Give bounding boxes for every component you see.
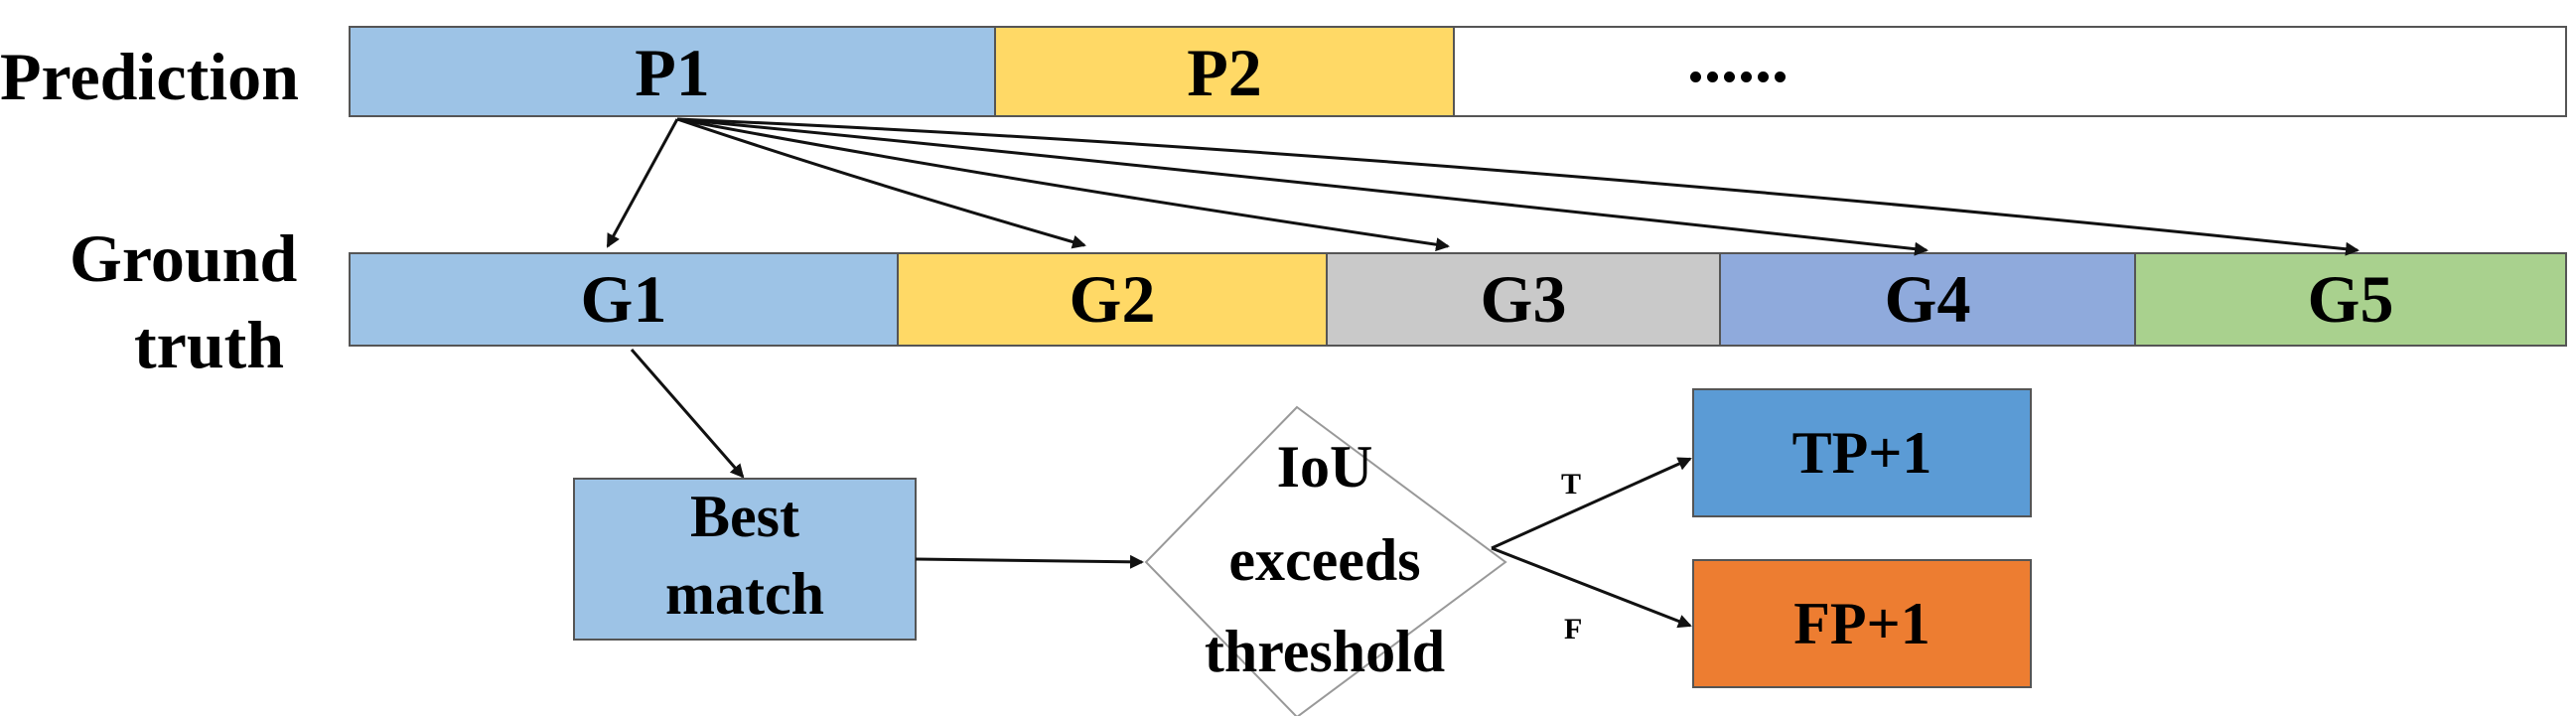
branch-false-label: F xyxy=(1564,613,1582,645)
arrow-false-branch xyxy=(1491,546,1692,629)
arrow-p1-to-g3 xyxy=(676,117,1450,252)
ground-truth-cell-g2 xyxy=(897,252,1328,347)
fp-box xyxy=(1692,559,2032,688)
prediction-cell-p2-label: P2 xyxy=(1187,35,1262,110)
ground-truth-cell-g5-label: G5 xyxy=(2308,261,2394,337)
ground-truth-cell-g3-label: G3 xyxy=(1481,261,1567,337)
arrow-p1-to-g1 xyxy=(606,118,679,248)
prediction-cell-p1 xyxy=(349,26,996,117)
ground-truth-cell-g4-label: G4 xyxy=(1885,261,1971,337)
arrow-p1-to-g4 xyxy=(676,117,1929,256)
best-match-label-line2: match xyxy=(665,561,824,627)
decision-label-line3: threshold xyxy=(1205,619,1445,684)
decision-label-line2: exceeds xyxy=(1228,527,1420,593)
prediction-cell-p1-label: P1 xyxy=(635,35,710,110)
prediction-cell-more-label: ...... xyxy=(1687,21,1789,96)
ground-truth-cell-g1 xyxy=(349,252,899,347)
prediction-cell-p2 xyxy=(994,26,1455,117)
ground-truth-cell-g3 xyxy=(1326,252,1721,347)
best-match-label-line1: Best xyxy=(690,484,799,549)
ground-truth-cell-g2-label: G2 xyxy=(1070,261,1156,337)
ground-truth-label-line2: truth xyxy=(134,307,284,382)
arrow-best-match-to-decision xyxy=(915,554,1144,569)
branch-true-label: T xyxy=(1561,468,1581,501)
iou-decision-diamond xyxy=(1144,405,1507,716)
arrow-g1-to-best-match xyxy=(630,349,745,479)
decision-label-line1: IoU xyxy=(1277,434,1373,500)
prediction-cell-more xyxy=(1453,26,2567,117)
fp-box-label: FP+1 xyxy=(1793,591,1931,656)
ground-truth-cell-g1-label: G1 xyxy=(581,261,667,337)
arrow-true-branch xyxy=(1491,457,1692,550)
tp-box-label: TP+1 xyxy=(1792,420,1932,486)
best-match-box xyxy=(573,478,917,641)
ground-truth-label-line1: Ground xyxy=(70,220,297,296)
arrow-p1-to-g5 xyxy=(676,117,2360,256)
ground-truth-cell-g4 xyxy=(1719,252,2136,347)
tp-box xyxy=(1692,388,2032,517)
ground-truth-cell-g5 xyxy=(2134,252,2567,347)
prediction-label: Prediction xyxy=(0,39,299,114)
arrow-p1-to-g2 xyxy=(676,117,1086,249)
